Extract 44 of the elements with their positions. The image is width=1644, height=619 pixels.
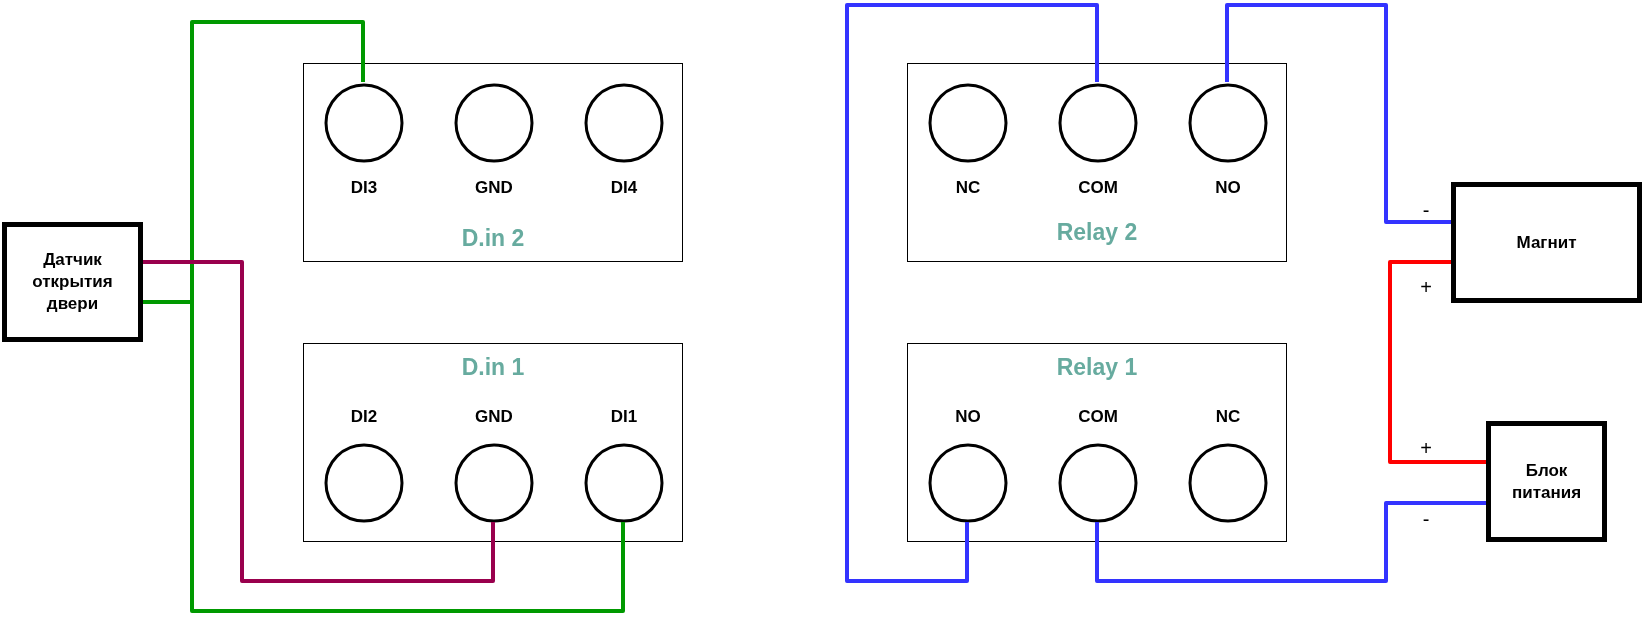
block-title: Relay 1: [1056, 354, 1138, 381]
polarity-sign: -: [1422, 507, 1430, 531]
polarity-sign: -: [1422, 198, 1430, 222]
terminal-circle: [1188, 443, 1268, 523]
terminal-label: DI2: [350, 407, 378, 427]
terminal-label: NO: [955, 407, 981, 427]
terminal-circle: [324, 443, 404, 523]
device-box: Магнит: [1451, 182, 1642, 303]
polarity-sign: +: [1420, 436, 1432, 460]
terminal-label: NO: [1215, 178, 1241, 198]
terminal-block: [907, 63, 1287, 262]
terminal-circle: [584, 443, 664, 523]
device-box: Датчик открытия двери: [2, 222, 143, 342]
terminal-block: [303, 63, 683, 262]
terminal-circle: [1188, 83, 1268, 163]
terminal-label: GND: [475, 407, 513, 427]
terminal-block: [303, 343, 683, 542]
wire: [143, 260, 495, 583]
terminal-circle: [928, 443, 1008, 523]
terminal-circle: [584, 83, 664, 163]
terminal-circle: [454, 443, 534, 523]
terminal-label: COM: [1078, 407, 1118, 427]
terminal-circle: [928, 83, 1008, 163]
wire: [1095, 501, 1486, 583]
polarity-sign: +: [1420, 275, 1432, 299]
wire: [1388, 260, 1486, 464]
terminal-block: [907, 343, 1287, 542]
terminal-circle: [324, 83, 404, 163]
terminal-label: COM: [1078, 178, 1118, 198]
terminal-label: DI4: [610, 178, 638, 198]
block-title: D.in 2: [461, 225, 525, 252]
terminal-label: NC: [955, 178, 981, 198]
block-title: Relay 2: [1056, 219, 1138, 246]
terminal-circle: [454, 83, 534, 163]
terminal-label: DI1: [610, 407, 638, 427]
wire: [845, 3, 1099, 583]
terminal-label: DI3: [350, 178, 378, 198]
terminal-circle: [1058, 443, 1138, 523]
block-title: D.in 1: [461, 354, 525, 381]
terminal-circle: [1058, 83, 1138, 163]
device-box: Блок питания: [1486, 421, 1607, 542]
terminal-label: GND: [475, 178, 513, 198]
terminal-label: NC: [1215, 407, 1241, 427]
wire: [1225, 3, 1451, 224]
